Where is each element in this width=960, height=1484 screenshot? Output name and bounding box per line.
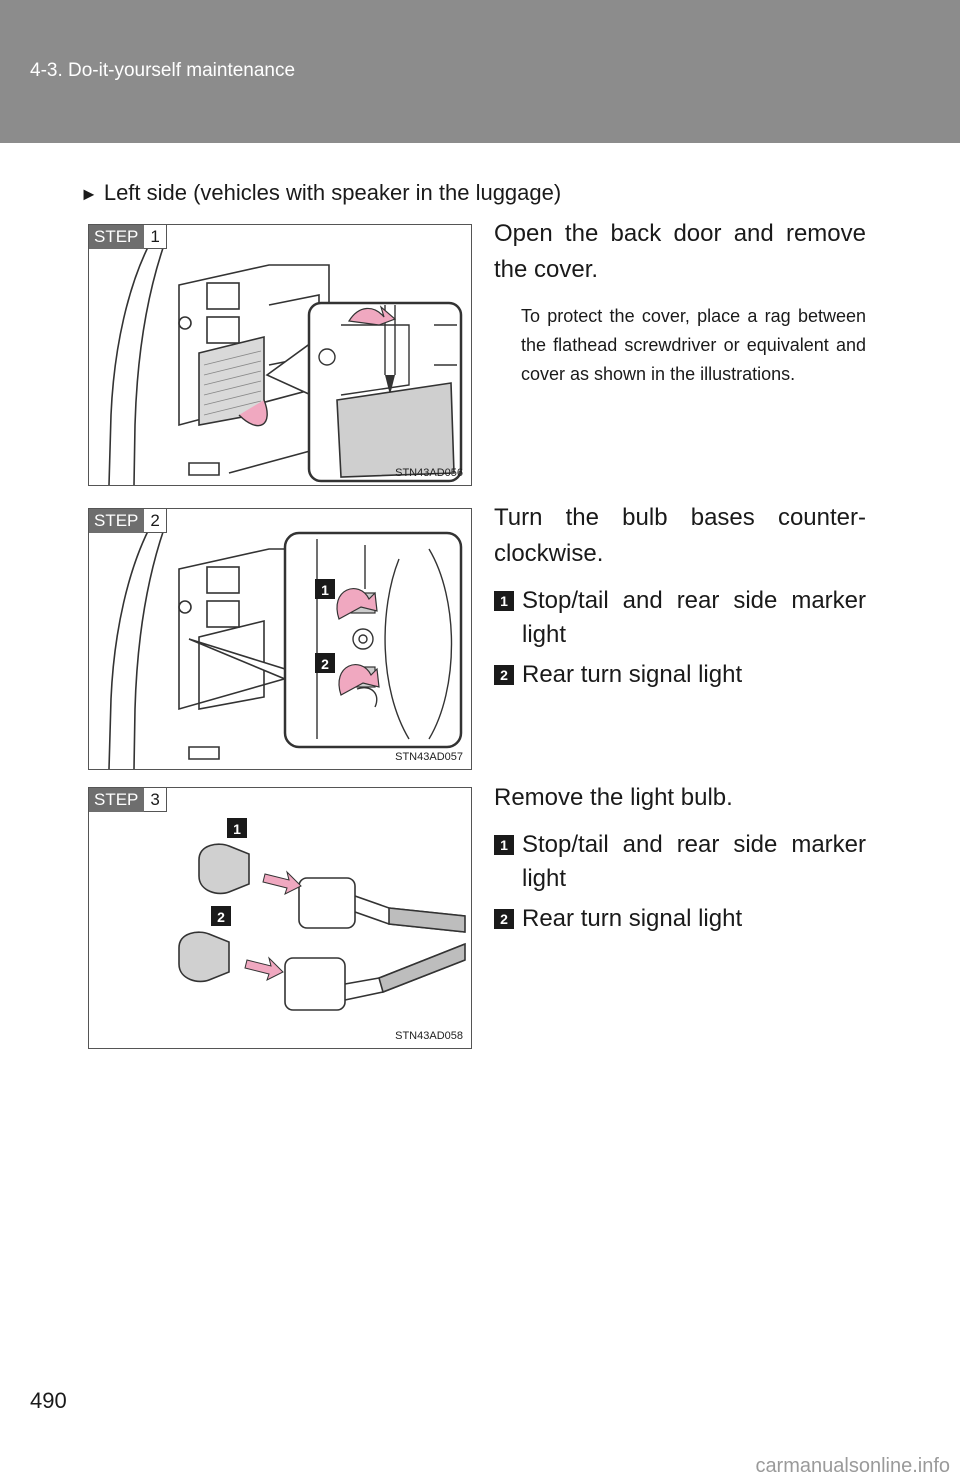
step-3-item-2-marker: 2 [494,909,514,929]
header-section-title: 4-3. Do-it-yourself maintenance [30,60,296,81]
step-2-item-1-text: Stop/tail and rear side marker light [522,587,866,648]
step-3-figure-code: STN43AD058 [395,1030,463,1042]
step-3-illustration: 1 2 [178,818,466,1011]
step-2-item-1-marker: 1 [494,591,514,611]
step-2-text: Turn the bulb bases counter-clockwise. 1… [494,500,866,692]
step-2-figure-code: STN43AD057 [395,751,463,763]
svg-text:2: 2 [321,656,329,672]
svg-text:2: 2 [217,909,225,925]
step-3-item-1: 1 Stop/tail and rear side marker light [494,828,866,896]
step-2-label: STEP [89,509,145,533]
step-2-item-2-marker: 2 [494,665,514,685]
section-title: ►Left side (vehicles with speaker in the… [80,180,561,206]
page-number: 490 [30,1388,67,1413]
step-3-label: STEP [89,788,145,812]
step-3-item-1-marker: 1 [494,835,514,855]
step-1-label: STEP [89,225,145,249]
step-2-number: 2 [144,509,167,533]
step-1-note: To protect the cover, place a rag betwee… [521,306,866,384]
step-3-number: 3 [144,788,167,812]
step-3-instruction: Remove the light bulb. [494,784,733,811]
svg-text:1: 1 [321,582,329,598]
step-1-instruction: Open the back door and remove the cover. [494,220,866,283]
step-3-item-2: 2 Rear turn signal light [494,902,866,936]
step-1-text: Open the back door and remove the cover.… [494,216,866,389]
svg-text:1: 1 [233,821,241,837]
step-1-illustration [108,244,463,485]
step-3-item-1-text: Stop/tail and rear side marker light [522,831,866,892]
step-1-figure-code: STN43AD056 [395,467,463,479]
step-2-illustration: 1 2 [108,528,463,769]
step-2-item-2-text: Rear turn signal light [522,661,743,688]
step-1-number: 1 [144,225,167,249]
step-2-item-2: 2 Rear turn signal light [494,658,866,692]
step-2-instruction: Turn the bulb bases counter-clockwise. [494,504,866,567]
step-3-text: Remove the light bulb. 1 Stop/tail and r… [494,780,866,936]
section-title-text: Left side (vehicles with speaker in the … [103,180,562,205]
step-3-item-2-text: Rear turn signal light [522,905,743,932]
page-header: 4-3. Do-it-yourself maintenance [0,0,960,143]
triangle-bullet-icon: ► [80,184,98,204]
watermark: carmanualsonline.info [755,1455,950,1477]
step-2-item-1: 1 Stop/tail and rear side marker light [494,584,866,652]
